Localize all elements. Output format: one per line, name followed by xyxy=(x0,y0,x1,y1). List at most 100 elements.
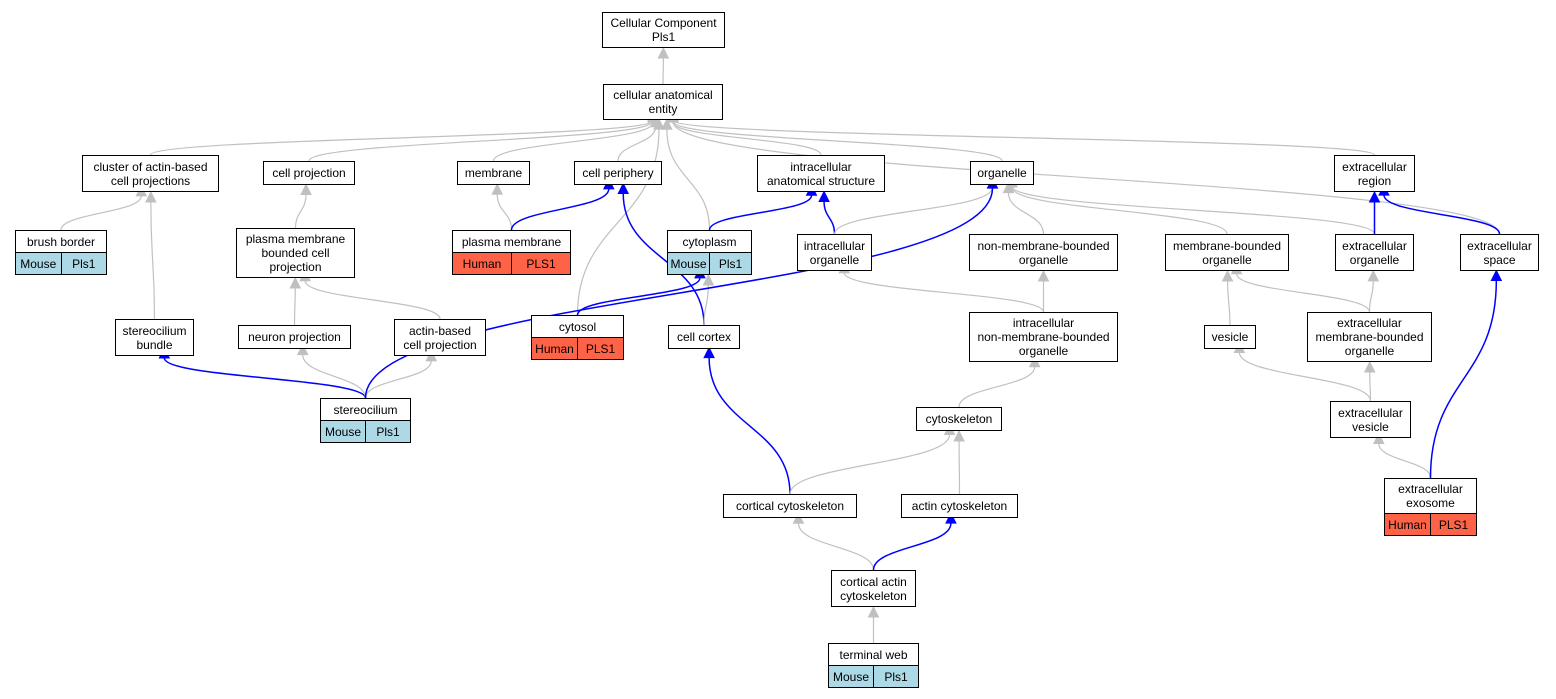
node-intracellular-organelle[interactable]: intracellular organelle xyxy=(797,234,872,271)
node-cortical-cytoskeleton[interactable]: cortical cytoskeleton xyxy=(723,494,857,518)
species-cell: Mouse xyxy=(668,253,709,274)
arrowhead-exosome-to-ecvesicle xyxy=(1373,432,1385,445)
species-cell: Mouse xyxy=(321,421,365,442)
arrowhead-plasma-to-membrane xyxy=(491,183,504,195)
edge-cacs-to-actincs xyxy=(872,523,952,571)
edge-vesicle-to-mbo xyxy=(1226,280,1231,326)
edge-cortex-to-cytoplasm xyxy=(703,284,710,326)
node-extracellular-region[interactable]: extracellular region xyxy=(1334,155,1415,192)
species-cell: Human xyxy=(1385,514,1430,535)
edge-cytoplasm-to-cae xyxy=(666,129,711,231)
arrowhead-intorg-to-ias xyxy=(818,190,830,203)
edge-mbo-to-organelle xyxy=(1011,186,1228,235)
node-non-membrane-bounded-organelle[interactable]: non-membrane-bounded organelle xyxy=(969,234,1118,271)
node-membrane[interactable]: membrane xyxy=(457,161,530,185)
node-membrane-bounded-organelle[interactable]: membrane-bounded organelle xyxy=(1165,234,1289,271)
edge-stereocilium-to-neuron xyxy=(302,354,367,399)
node-actin-based-cell-projection[interactable]: actin-based cell projection xyxy=(394,319,486,356)
arrowhead-actincs-to-cytoskeleton xyxy=(953,429,965,442)
arrowhead-nmbo-to-organelle xyxy=(1002,181,1015,194)
edge-ecregion-to-cae xyxy=(672,119,1376,156)
node-plasma-membrane-bounded-cell-projection[interactable]: plasma membrane bounded cell projection xyxy=(236,228,355,278)
node-cortical-actin-cytoskeleton[interactable]: cortical actin cytoskeleton xyxy=(831,570,916,607)
edge-intorg-to-organelle xyxy=(833,187,994,235)
arrowhead-ecorg-to-ecregion xyxy=(1368,190,1381,203)
node-vesicle[interactable]: vesicle xyxy=(1204,325,1256,349)
edge-exosome-to-ecvesicle xyxy=(1378,443,1432,479)
edge-abcp-to-pmbcp xyxy=(304,280,441,320)
node-cellular-component-pls1[interactable]: Cellular Component Pls1 xyxy=(602,12,725,48)
arrowhead-ecmbo-to-ecorg xyxy=(1367,269,1380,282)
node-intracellular-anatomical-structure[interactable]: intracellular anatomical structure xyxy=(757,155,885,192)
arrowhead-cae-to-root xyxy=(657,46,670,59)
edge-cluster-to-cae xyxy=(149,120,654,156)
node-cytoskeleton[interactable]: cytoskeleton xyxy=(916,407,1002,431)
edge-plasma-to-periphery xyxy=(510,188,610,231)
gene-cell: PLS1 xyxy=(1430,514,1476,535)
edge-ecmbo-to-ecorg xyxy=(1368,280,1374,313)
edge-cellproj-to-cae xyxy=(308,120,654,162)
edge-sbundle-to-cluster xyxy=(150,201,156,320)
node-extracellular-organelle[interactable]: extracellular organelle xyxy=(1335,234,1414,271)
arrowhead-sbundle-to-cluster xyxy=(145,190,157,203)
edge-plasma-to-membrane xyxy=(496,194,513,231)
edge-ecvesicle-to-vesicle xyxy=(1238,352,1372,402)
edge-ecvesicle-to-ecmbo xyxy=(1369,371,1372,402)
arrowhead-cacs-to-actincs xyxy=(945,512,957,524)
edge-stereocilium-to-sbundle xyxy=(163,357,367,399)
species-cell: Human xyxy=(453,253,511,274)
edge-stereocilium-to-abcp xyxy=(364,360,432,399)
edge-periphery-to-cae xyxy=(617,126,657,162)
edge-cacs-to-corticalcs xyxy=(797,523,875,571)
arrowhead-cytoplasm-to-cae xyxy=(661,118,673,130)
arrowhead-inmbo-to-nmbo xyxy=(1037,269,1050,282)
arrowhead-corticalcs-to-cortex xyxy=(703,346,715,359)
arrowhead-vesicle-to-mbo xyxy=(1221,269,1234,282)
node-stereocilium-bundle[interactable]: stereocilium bundle xyxy=(115,319,194,356)
edge-exosome-to-ecspace xyxy=(1429,280,1498,479)
node-cellular-anatomical-entity[interactable]: cellular anatomical entity xyxy=(603,84,723,120)
arrowhead-exosome-to-ecspace xyxy=(1490,269,1503,281)
gene-cell: Pls1 xyxy=(60,253,106,274)
edge-cytoplasm-to-ias xyxy=(708,194,813,231)
edge-cytosol-to-cytoplasm xyxy=(576,277,701,316)
node-actin-cytoskeleton[interactable]: actin cytoskeleton xyxy=(901,494,1018,518)
node-cell-cortex[interactable]: cell cortex xyxy=(668,325,740,349)
node-extracellular-membrane-bounded-organelle[interactable]: extracellular membrane-bounded organelle xyxy=(1307,312,1432,362)
edge-pmbcp-to-cellproj xyxy=(294,194,307,229)
node-cell-periphery[interactable]: cell periphery xyxy=(574,161,662,185)
edge-intorg-to-ias xyxy=(823,201,836,235)
species-cell: Human xyxy=(532,338,577,359)
edge-cortex-to-periphery xyxy=(622,193,705,326)
node-cell-projection[interactable]: cell projection xyxy=(263,161,355,185)
gene-cell: PLS1 xyxy=(511,253,570,274)
node-intracellular-non-membrane-bounded-organelle[interactable]: intracellular non-membrane-bounded organ… xyxy=(969,312,1118,362)
edge-nmbo-to-organelle xyxy=(1007,192,1045,235)
gene-cell: PLS1 xyxy=(577,338,623,359)
node-extracellular-vesicle[interactable]: extracellular vesicle xyxy=(1330,401,1411,438)
edge-membrane-to-cae xyxy=(492,122,654,162)
node-neuron-projection[interactable]: neuron projection xyxy=(238,325,351,349)
edge-neuron-to-pmbcp xyxy=(293,287,296,326)
edge-organelle-to-cae xyxy=(672,120,1003,162)
node-organelle[interactable]: organelle xyxy=(970,161,1034,185)
arrowhead-ecvesicle-to-ecmbo xyxy=(1363,360,1376,373)
edge-corticalcs-to-cytoskeleton xyxy=(789,434,951,495)
edge-brush-to-cluster xyxy=(60,195,142,231)
node-cluster-of-actin-based-cell-projections[interactable]: cluster of actin-based cell projections xyxy=(82,155,219,192)
node-extracellular-space[interactable]: extracellular space xyxy=(1460,234,1539,271)
arrowhead-pmbcp-to-cellproj xyxy=(300,183,312,196)
species-cell: Mouse xyxy=(829,666,873,687)
gene-cell: Pls1 xyxy=(709,253,751,274)
